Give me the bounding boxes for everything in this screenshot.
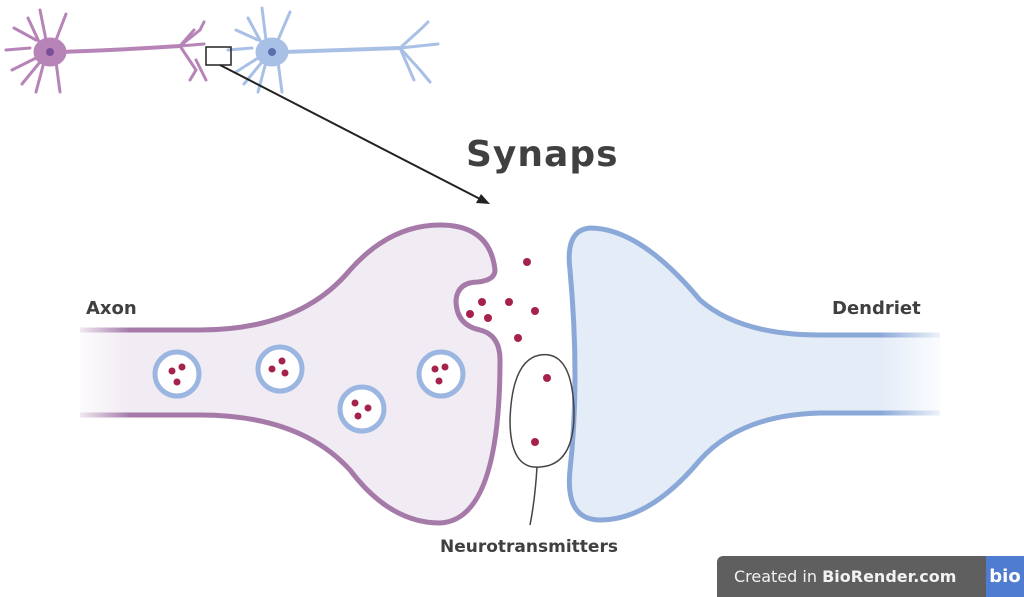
zoom-box: [205, 46, 232, 66]
vesicle: [337, 384, 387, 434]
neuron-right: [226, 6, 440, 94]
watermark-brand: BioRender.com: [822, 567, 957, 586]
postsynaptic-dendrite: [566, 225, 950, 523]
diagram-title: Synaps: [466, 134, 619, 175]
biorender-watermark[interactable]: Created in BioRender.com bio: [717, 556, 1024, 597]
zoom-arrow: [219, 64, 490, 204]
neurotransmitter-callout: [509, 353, 575, 526]
neuron-left: [4, 8, 208, 94]
neurotransmitters: [466, 258, 551, 446]
axon-label: Axon: [86, 298, 137, 319]
vesicle: [152, 349, 202, 399]
biorender-logo-icon: bio: [986, 556, 1024, 597]
vesicle: [416, 349, 466, 399]
neurotransmitters-label: Neurotransmitters: [440, 537, 618, 557]
watermark-prefix: Created in: [734, 567, 823, 586]
dendrite-label: Dendriet: [832, 298, 921, 319]
watermark-text: Created in BioRender.com: [734, 567, 986, 586]
vesicle: [255, 344, 305, 394]
vesicles: [152, 344, 466, 434]
